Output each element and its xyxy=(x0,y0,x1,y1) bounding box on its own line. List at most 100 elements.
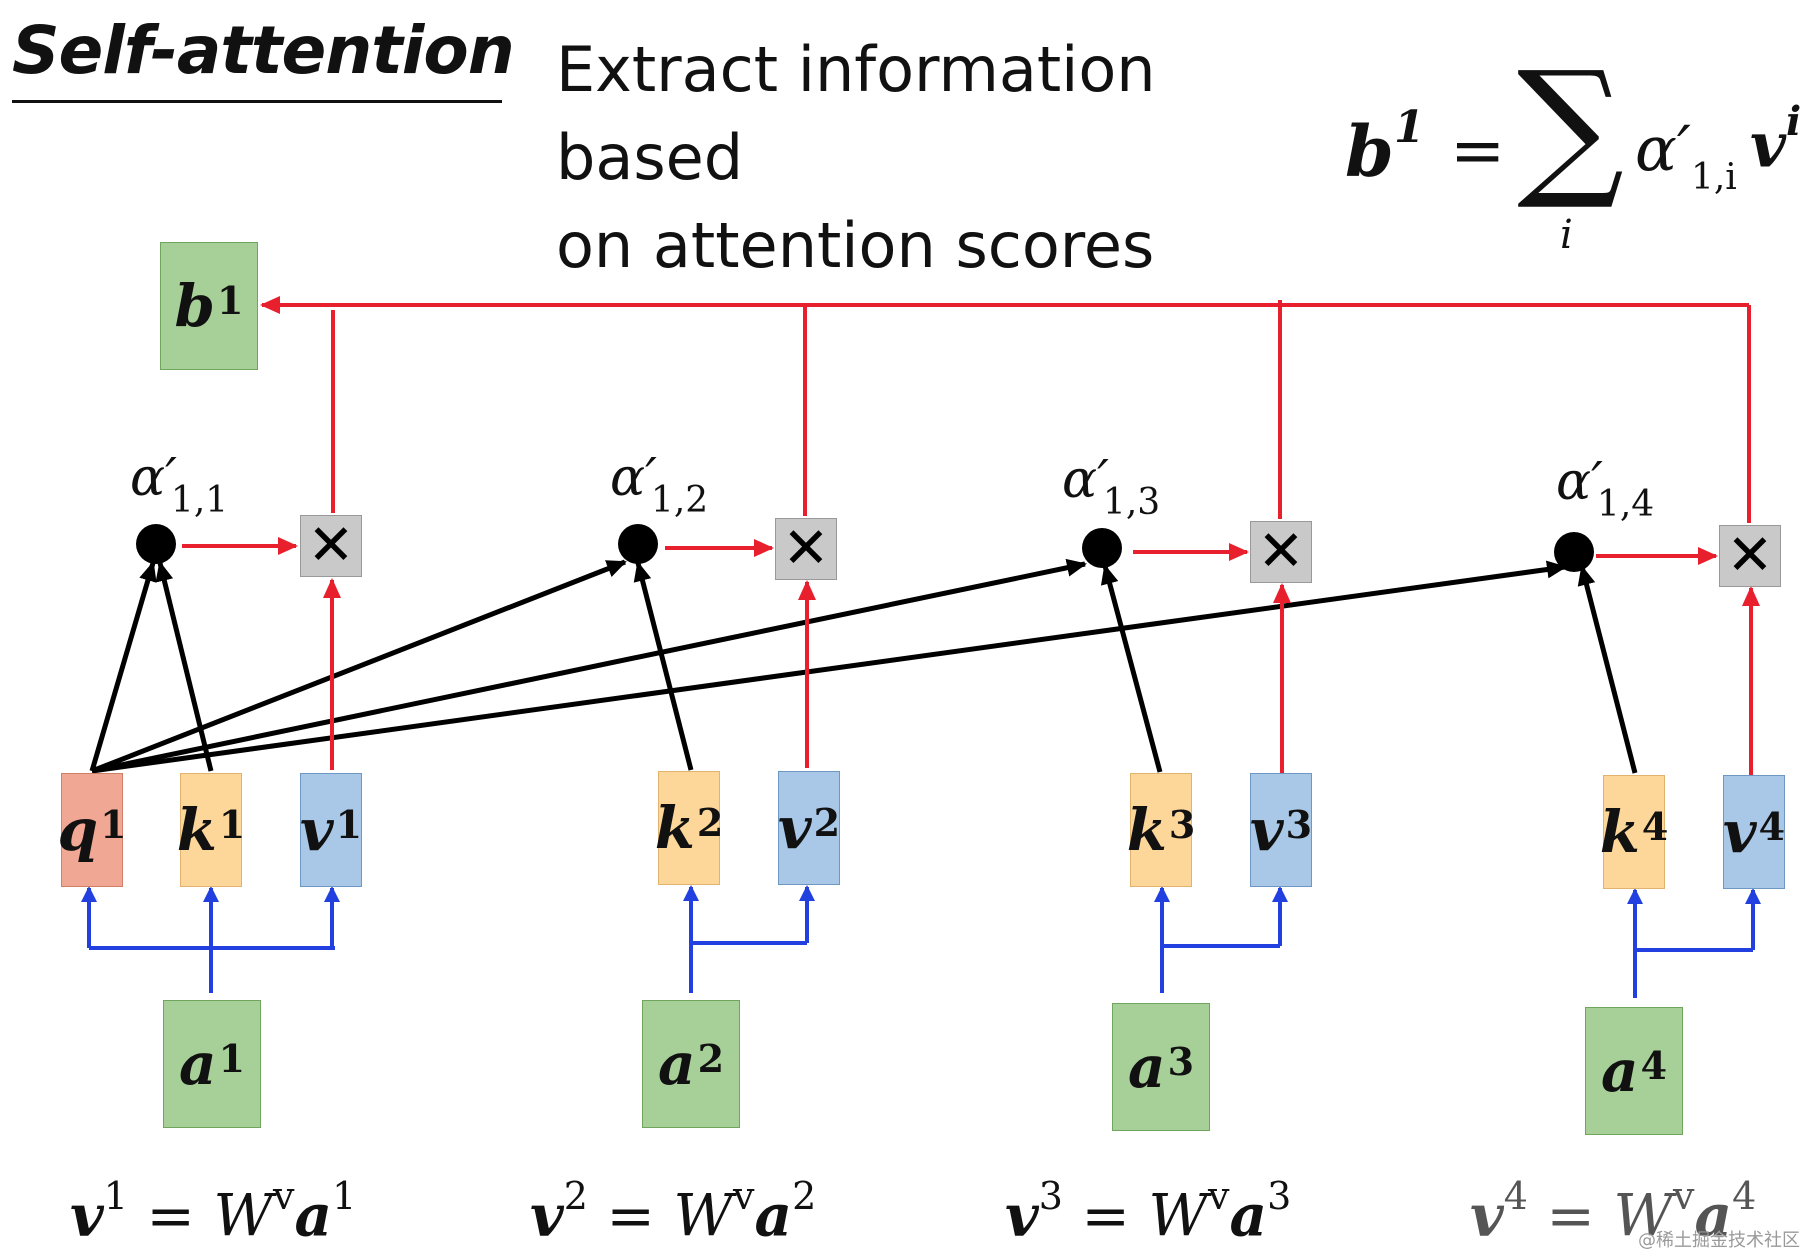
value-3-symbol: v xyxy=(1249,796,1284,864)
eq-4-lhs-sup: 4 xyxy=(1503,1174,1528,1218)
watermark: @稀土掘金技术社区 xyxy=(1638,1230,1800,1251)
input-1-symbol: a xyxy=(178,1030,217,1098)
eq-4-lhs: v xyxy=(1470,1181,1504,1250)
value-3-sup: 3 xyxy=(1285,801,1313,847)
formula-sum-index: i xyxy=(1560,212,1573,258)
multiply-node-3: ✕ xyxy=(1250,521,1312,583)
query-symbol: q xyxy=(57,796,99,864)
input-3-symbol: a xyxy=(1127,1033,1166,1101)
q1-to-score-3 xyxy=(91,558,1087,774)
eq-2-equals: = xyxy=(606,1181,655,1250)
key-3-sup: 3 xyxy=(1168,801,1196,847)
value-4-sup: 4 xyxy=(1758,803,1786,849)
output-formula: b1 = ∑ i α′1,i vi xyxy=(1345,52,1815,270)
eq-2-lhs: v xyxy=(530,1181,564,1250)
score-dot-4 xyxy=(1554,532,1594,572)
key-4-symbol: k xyxy=(1599,798,1640,866)
key-4-sup: 4 xyxy=(1641,803,1669,849)
value-equation-1: v1 = Wva1 xyxy=(70,1174,356,1250)
score-label-4: α′1,4 xyxy=(1556,452,1654,525)
eq-1-lhs: v xyxy=(70,1181,104,1250)
title-underline xyxy=(12,100,502,103)
input-2-symbol: a xyxy=(657,1030,696,1098)
value-1-sup: 1 xyxy=(335,801,363,847)
output-symbol: b xyxy=(174,272,216,340)
slide-title: Self-attention xyxy=(12,12,515,89)
eq-2-w-sup: v xyxy=(733,1174,755,1218)
score-1-sub: 1,1 xyxy=(170,480,229,522)
score-dot-1 xyxy=(136,524,176,564)
value-2-sup: 2 xyxy=(813,799,841,845)
k2-to-score-2 xyxy=(633,561,694,771)
eq-3-rhs-sup: 3 xyxy=(1267,1174,1292,1218)
weighted-sum-arrows xyxy=(182,296,1760,775)
key-1-sup: 1 xyxy=(218,801,246,847)
value-4-symbol: v xyxy=(1722,798,1757,866)
eq-4-equals: = xyxy=(1546,1181,1595,1250)
multiply-node-4: ✕ xyxy=(1719,525,1781,587)
q1-to-score-2 xyxy=(91,559,627,774)
eq-4-w-sup: v xyxy=(1673,1174,1695,1218)
score-4-sub: 1,4 xyxy=(1596,484,1655,526)
formula-sum: ∑ xyxy=(1517,40,1625,214)
input-projection-arrows xyxy=(81,885,1761,998)
score-dot-3 xyxy=(1082,528,1122,568)
eq-3-w-sup: v xyxy=(1208,1174,1230,1218)
eq-2-rhs-sup: 2 xyxy=(792,1174,817,1218)
eq-3-lhs: v xyxy=(1005,1181,1039,1250)
formula-lhs-symbol: b xyxy=(1345,110,1394,193)
eq-2-rhs: a xyxy=(754,1181,793,1250)
score-label-1: α′1,1 xyxy=(130,448,228,521)
eq-1-lhs-sup: 1 xyxy=(103,1174,128,1218)
input-1-sup: 1 xyxy=(218,1035,246,1081)
formula-v: vi xyxy=(1750,98,1801,182)
key-3-symbol: k xyxy=(1126,796,1167,864)
input-3-sup: 3 xyxy=(1167,1038,1195,1084)
score-2-sub: 1,2 xyxy=(650,480,709,522)
value-equation-4: v4 = Wva4 xyxy=(1470,1174,1756,1250)
subtitle-line-2: on attention scores xyxy=(556,209,1155,282)
multiply-node-2: ✕ xyxy=(775,518,837,580)
eq-1-equals: = xyxy=(146,1181,195,1250)
value-1-symbol: v xyxy=(299,796,334,864)
score-2-symbol: α′ xyxy=(610,448,657,508)
input-2-sup: 2 xyxy=(697,1035,725,1081)
score-dot-2 xyxy=(618,524,658,564)
formula-lhs: b1 xyxy=(1345,102,1425,193)
formula-equals: = xyxy=(1450,112,1506,189)
q1-to-score-1 xyxy=(89,561,157,772)
eq-3-lhs-sup: 3 xyxy=(1038,1174,1063,1218)
query-sup: 1 xyxy=(100,801,127,847)
eq-1-w: W xyxy=(213,1181,273,1250)
input-4-sup: 4 xyxy=(1640,1042,1668,1088)
formula-lhs-sup: 1 xyxy=(1393,101,1425,153)
key-2-symbol: k xyxy=(654,794,695,862)
eq-4-rhs-sup: 4 xyxy=(1732,1174,1757,1218)
eq-1-rhs-sup: 1 xyxy=(332,1174,357,1218)
formula-term: α′1,i xyxy=(1635,112,1737,198)
eq-2-lhs-sup: 2 xyxy=(563,1174,588,1218)
score-4-symbol: α′ xyxy=(1556,452,1603,512)
key-2-sup: 2 xyxy=(696,799,724,845)
k4-to-score-4 xyxy=(1577,565,1638,774)
formula-v-sup: i xyxy=(1786,98,1802,145)
key-1-symbol: k xyxy=(176,796,217,864)
eq-3-w: W xyxy=(1148,1181,1208,1250)
slide-subtitle: Extract information based on attention s… xyxy=(556,26,1356,290)
q1-to-score-4 xyxy=(91,560,1567,774)
attention-score-arrows xyxy=(89,558,1638,774)
